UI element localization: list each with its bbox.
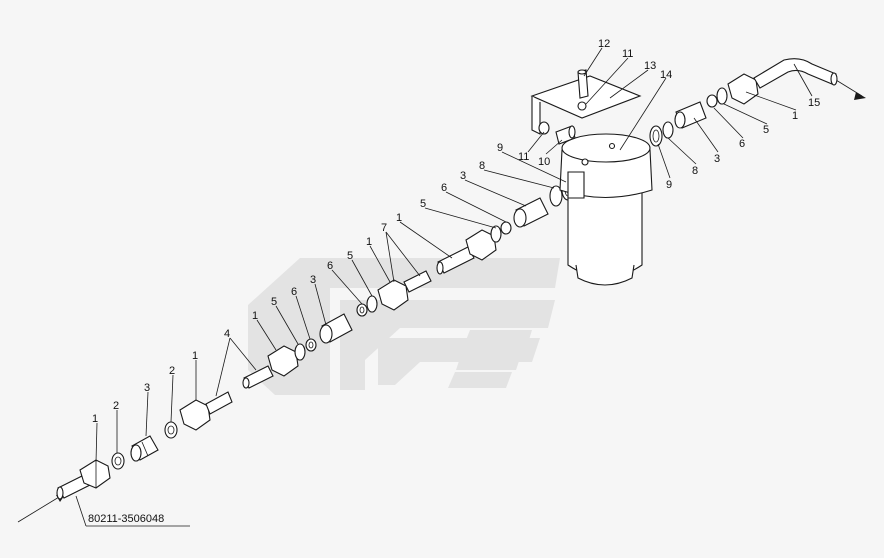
callout-label: 1 [92,413,98,425]
ring-5c [490,225,502,243]
ring-2b [164,421,178,439]
callout-label: 4 [224,328,230,340]
callout-label: 1 [252,310,258,322]
callout-label: 6 [291,286,297,298]
bolt-10 [555,125,576,145]
washer-6a [305,338,317,352]
flow-out-arrow-icon [835,79,866,100]
callout-label: 11 [518,151,529,163]
callout-label: 9 [666,179,672,191]
ring-5a [294,343,306,361]
washer-6d [706,94,718,108]
adapter-3b [319,313,353,344]
tube-4 [242,365,274,389]
union-nut-1e [465,229,497,261]
callout-label: 3 [714,153,720,165]
callout-label: 12 [598,38,610,50]
adapter-3d [674,101,707,129]
callout-label: 1 [396,212,402,224]
callout-label: 9 [497,142,503,154]
ring-5d [716,87,728,105]
callout-label: 5 [347,250,353,262]
callout-label: 5 [763,124,769,136]
callout-label: 8 [692,165,698,177]
callout-label: 6 [327,260,333,272]
washer-6c [500,221,512,235]
callout-label: 1 [192,350,198,362]
callout-label: 6 [441,182,447,194]
callout-label: 2 [113,400,119,412]
callout-label: 1 [792,110,798,122]
callout-label: 15 [808,97,820,109]
tube-1e [436,246,475,275]
union-nut-1c [267,345,299,377]
watermark-logo [248,258,560,395]
filter-housing-14 [559,133,653,286]
leader-lines [95,47,813,463]
callout-label: 7 [381,222,387,234]
callout-label: 3 [144,382,150,394]
union-nut-1a [79,459,111,489]
adapter-3a [130,435,159,462]
union-nut-1b [179,391,233,431]
outlet-tube-15 [753,58,838,89]
washer-6b [356,303,368,317]
callout-label: 8 [479,160,485,172]
callout-label: 11 [622,48,633,60]
callout-label: 5 [271,296,277,308]
ring-5b [366,295,378,313]
callout-label: 2 [169,365,175,377]
adapter-3c [513,197,549,228]
seal-8a [549,185,563,207]
seal-8b [662,121,674,139]
callout-labels: 1 2 3 2 1 4 1 5 6 3 6 5 1 7 1 5 6 3 8 9 … [92,38,820,425]
callout-label: 1 [366,236,372,248]
callout-label: 14 [660,69,672,81]
ring-2a [111,452,125,470]
callout-label: 3 [310,274,316,286]
nut-11a [538,121,550,135]
callout-label: 6 [739,138,745,150]
document-number: 80211-3506048 [88,513,164,525]
callout-label: 5 [420,198,426,210]
callout-label: 10 [538,156,550,168]
callout-label: 3 [460,170,466,182]
seal-9b [649,125,663,147]
bolt-12 [577,69,589,99]
callout-label: 13 [644,60,656,72]
union-nut-1f [727,73,759,105]
